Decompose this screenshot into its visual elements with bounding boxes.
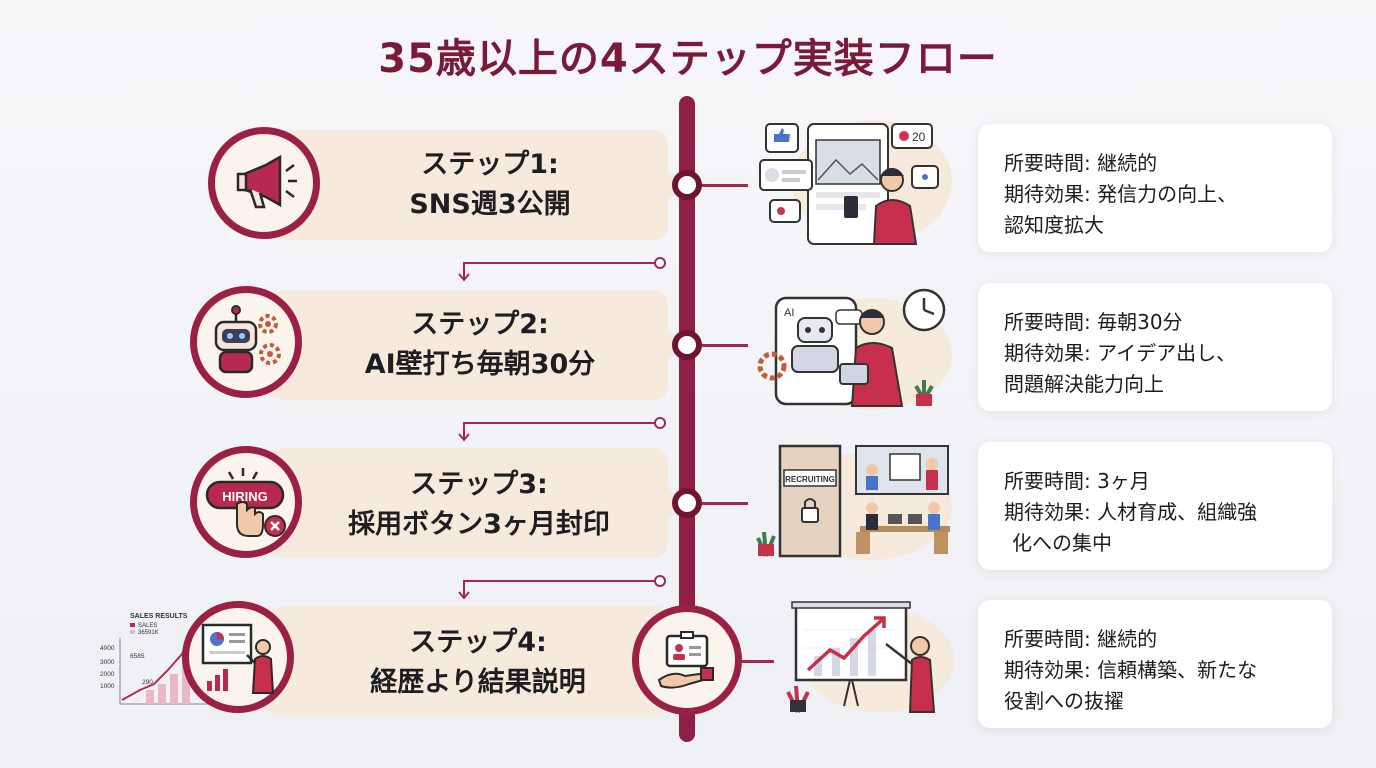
step-4-label: ステップ4: [409, 627, 547, 658]
step-1-illustration: 20 [759, 120, 952, 245]
step-2-link [702, 344, 748, 347]
step-4-effect: 期待効果: 信頼構築、新たな [1004, 658, 1258, 682]
step-1-info-card: 所要時間: 継続的 期待効果: 発信力の向上、 認知度拡大 [978, 124, 1332, 252]
step-3-info-card: 所要時間: 3ヶ月 期待効果: 人材育成、組織強 化への集中 [978, 442, 1332, 570]
step-1-effect: 期待効果: 発信力の向上、 [1004, 182, 1238, 206]
step-4-card [236, 606, 686, 716]
step-2-effect-cont: 問題解決能力向上 [1004, 372, 1164, 396]
step-1-title: ステップ1: SNS週3公開 [330, 145, 650, 225]
connector-1-2 [458, 257, 666, 282]
handshake-profile-icon [657, 631, 714, 689]
robot-icon [214, 305, 281, 374]
step-2-effect: 期待効果: アイデア出し、 [1004, 341, 1237, 365]
step-1-node [672, 170, 702, 200]
sales-tick-4000: 4000 [100, 645, 115, 652]
connector-3-4 [458, 575, 666, 600]
step-2-illustration: AI [757, 288, 952, 410]
step-3-link [702, 502, 748, 505]
step-2-title: ステップ2: AI壁打ち毎朝30分 [320, 305, 640, 385]
sales-legend-2: 36591K [138, 630, 159, 636]
step-3-effect-cont: 化への集中 [1012, 531, 1112, 555]
step-1-name: SNS週3公開 [409, 189, 571, 220]
like-count: 20 [912, 130, 926, 144]
sales-annotation-1: 6585 [130, 653, 145, 660]
sales-tick-3000: 3000 [100, 659, 115, 666]
hiring-button-label: HIRING [222, 489, 268, 504]
timeline-spine [679, 96, 695, 742]
step-1-icon-circle [208, 127, 320, 239]
page-title: 35歳以上の4ステップ実装フロー [378, 36, 998, 82]
step-3-effect: 期待効果: 人材育成、組織強 [1004, 500, 1258, 524]
step-3-card [236, 448, 686, 558]
step-2-info-card: 所要時間: 毎朝30分 期待効果: アイデア出し、 問題解決能力向上 [978, 283, 1332, 411]
sales-tick-1000: 1000 [100, 683, 115, 690]
screen-label: AI [784, 307, 794, 319]
step-4-name: 経歴より結果説明 [370, 667, 586, 698]
step-1-time: 所要時間: 継続的 [1004, 151, 1158, 175]
step-3-label: ステップ3: [410, 469, 548, 500]
step-3-time: 所要時間: 3ヶ月 [1004, 469, 1150, 493]
step-4-effect-cont: 役割への抜擢 [1004, 689, 1124, 713]
step-4-icon-circle [182, 601, 294, 713]
door-sign: RECRUITING [785, 475, 835, 484]
connector-2-3 [458, 417, 666, 442]
step-2-time: 所要時間: 毎朝30分 [1004, 310, 1183, 334]
sales-annotation-2: 290 [142, 679, 153, 686]
step-4-time: 所要時間: 継続的 [1004, 627, 1158, 651]
step-2-node [672, 330, 702, 360]
step-3-name: 採用ボタン3ヶ月封印 [348, 509, 610, 540]
sales-legend-1: SALES [138, 623, 157, 629]
step-1-label: ステップ1: [421, 149, 559, 180]
step-2-icon-circle [190, 286, 302, 398]
sales-tick-2000: 2000 [100, 671, 115, 678]
step-3-illustration: RECRUITING [756, 444, 952, 560]
presentation-icon [201, 623, 275, 694]
step-4-link [742, 660, 774, 663]
hiring-button-icon: HIRING [205, 468, 286, 537]
step-4-title: ステップ4: 経歴より結果説明 [318, 623, 638, 703]
step-2-label: ステップ2: [411, 309, 549, 340]
step-3-node [672, 488, 702, 518]
megaphone-icon [236, 154, 297, 209]
step-3-title: ステップ3: 採用ボタン3ヶ月封印 [304, 465, 654, 545]
step-4-info-card: 所要時間: 継続的 期待効果: 信頼構築、新たな 役割への抜擢 [978, 600, 1332, 728]
step-4-illustration [786, 601, 954, 713]
sales-chart-title: SALES RESULTS [130, 613, 188, 620]
step-2-card [236, 290, 686, 400]
step-1-effect-cont: 認知度拡大 [1004, 213, 1104, 237]
step-3-icon-circle: HIRING [190, 446, 302, 558]
step-4-node-badge [632, 605, 742, 715]
step-1-link [702, 184, 748, 187]
step-2-name: AI壁打ち毎朝30分 [364, 349, 596, 380]
